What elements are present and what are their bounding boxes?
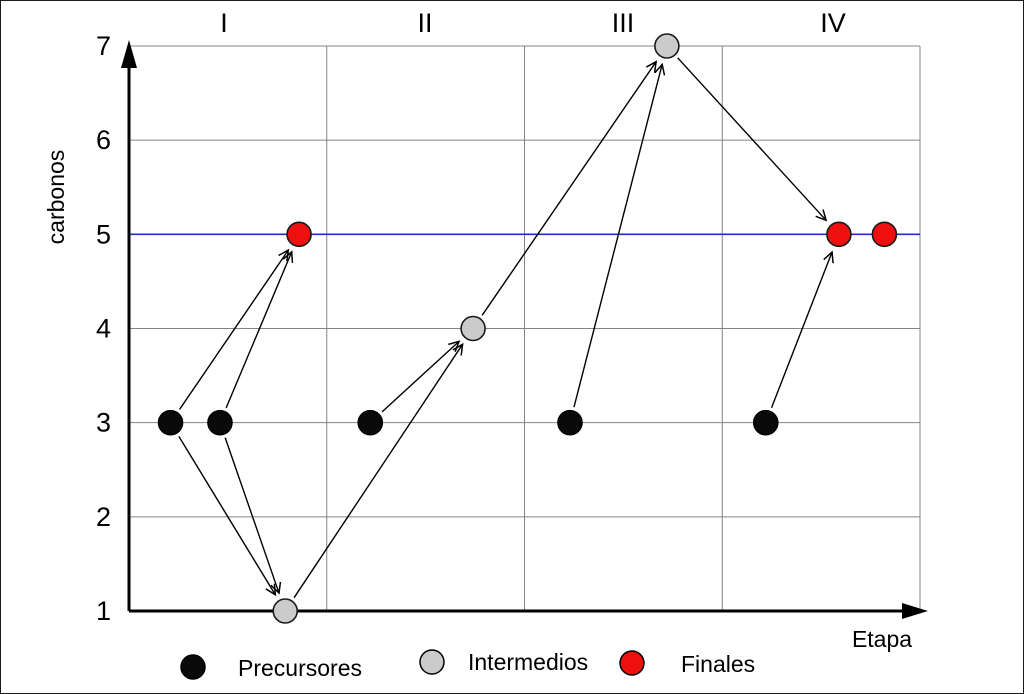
point-intermedio	[654, 33, 680, 59]
y-tick-label: 1	[96, 596, 111, 626]
point-precursor	[207, 409, 233, 436]
point-precursor	[157, 409, 184, 436]
stage-label-4: IV	[820, 8, 846, 38]
stage-label-2: II	[417, 8, 432, 38]
point-precursor	[357, 409, 384, 436]
legend-item-intermedios: Intermedios	[419, 649, 588, 675]
legend: Precursores Intermedios Finales	[180, 649, 755, 681]
y-tick-label: 5	[96, 219, 111, 249]
grid-layer	[129, 45, 921, 611]
legend-item-precursores: Precursores	[180, 654, 362, 681]
point-intermedio	[272, 598, 299, 624]
legend-label-finales: Finales	[681, 651, 755, 677]
legend-label-intermedios: Intermedios	[468, 649, 588, 675]
y-axis-arrowhead-icon	[121, 40, 137, 68]
points-layer	[157, 33, 898, 624]
flow-arrow	[178, 435, 277, 597]
flow-arrow	[225, 250, 294, 409]
precursor-dot-icon	[180, 654, 206, 680]
flow-arrow	[381, 340, 461, 413]
stage-label-1: I	[220, 8, 228, 38]
flow-arrow	[481, 60, 658, 316]
y-tick-label: 4	[96, 314, 111, 344]
final-dot-icon	[619, 650, 645, 676]
x-axis-arrowhead-icon	[902, 603, 928, 619]
flow-arrow	[677, 57, 828, 222]
tick-layer: 1 2 3 4 5 6 7	[96, 31, 111, 626]
point-final	[286, 221, 312, 248]
flow-arrow	[573, 62, 666, 408]
point-intermedio	[460, 315, 486, 342]
legend-label-precursores: Precursores	[238, 655, 362, 681]
y-tick-label: 6	[96, 125, 111, 155]
flow-arrow	[178, 248, 290, 410]
flow-arrow	[224, 437, 282, 595]
y-tick-label: 3	[96, 408, 111, 438]
axes-layer	[121, 40, 928, 619]
y-axis-title: carbonos	[43, 150, 69, 245]
stage-label-3: III	[612, 8, 635, 38]
point-precursor	[557, 409, 583, 436]
legend-item-finales: Finales	[619, 650, 755, 677]
intermedio-dot-icon	[419, 649, 445, 675]
labels-layer: I II III IV carbonos Etapa	[43, 8, 912, 652]
point-final	[826, 221, 852, 248]
y-tick-label: 2	[96, 502, 111, 532]
flow-arrow	[770, 250, 834, 409]
y-tick-label: 7	[96, 31, 111, 61]
x-axis-title: Etapa	[852, 626, 912, 652]
flow-arrow	[293, 342, 464, 599]
arrows-layer	[178, 57, 834, 599]
point-precursor	[752, 409, 779, 436]
point-final	[871, 221, 898, 248]
